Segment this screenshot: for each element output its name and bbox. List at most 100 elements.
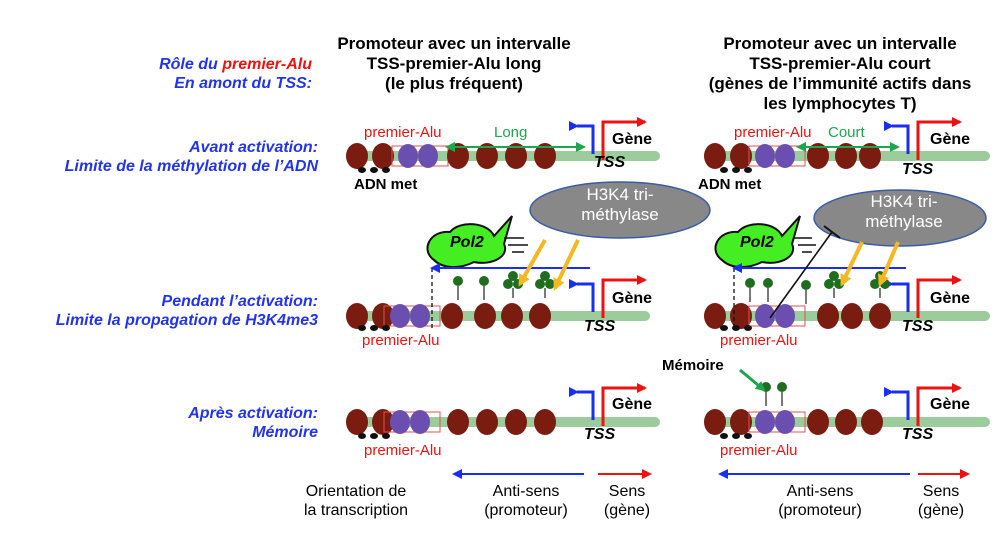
adn-met-label: ADN met xyxy=(354,176,418,193)
col-short-line3: (gènes de l’immunité actifs dans xyxy=(708,74,972,94)
methyl-mark xyxy=(744,325,752,331)
h3k4me3-mark xyxy=(824,279,834,289)
sense-arrow xyxy=(601,275,647,318)
nucleosome xyxy=(861,409,883,435)
tss-label: TSS xyxy=(584,426,616,443)
col-long-line2: TSS-premier-Alu long xyxy=(366,54,542,74)
antisense-arrow xyxy=(884,121,910,154)
methyl-mark xyxy=(358,167,366,173)
nucleosome xyxy=(817,303,839,329)
pol2-complex xyxy=(714,215,801,268)
alu-nucleosome xyxy=(755,144,775,168)
nucleosome xyxy=(704,303,726,329)
h3k4me3-mark xyxy=(829,271,839,281)
methyl-mark xyxy=(382,167,390,173)
alu-nucleosome xyxy=(390,304,410,328)
alu-nucleosome xyxy=(410,410,430,434)
court-gap-label: Court xyxy=(828,124,865,141)
col-short-line1: Promoteur avec un intervalle xyxy=(723,34,957,53)
alu-box xyxy=(748,411,806,433)
sens-label: Sens (gène) xyxy=(592,483,662,521)
nucleosome xyxy=(534,409,556,435)
row-label-during: Pendant l’activation: Limite la propagat… xyxy=(56,293,318,331)
methyl-mark xyxy=(744,433,752,439)
antisens-label: Anti-sens (promoteur) xyxy=(466,483,586,521)
nucleosome xyxy=(835,409,857,435)
alu-nucleosome xyxy=(755,410,775,434)
alu-nucleosome xyxy=(775,304,795,328)
tss-label: TSS xyxy=(902,318,934,335)
column-header-short: Promoteur avec un intervalle TSS-premier… xyxy=(690,34,990,114)
h3k4me3-mark xyxy=(479,276,489,286)
antisense-arrow xyxy=(884,387,910,420)
alu-nucleosome xyxy=(775,144,795,168)
tss-label: TSS xyxy=(584,318,616,335)
col-short-line4: les lymphocytes T) xyxy=(763,94,917,114)
pol2-complex xyxy=(426,215,513,268)
nucleosome xyxy=(730,409,752,435)
methyl-mark xyxy=(370,167,378,173)
h3k4me3-mark xyxy=(763,278,773,288)
methyl-mark xyxy=(370,433,378,439)
alu-box xyxy=(748,305,806,327)
sens-line2: (gène) xyxy=(603,501,651,519)
orientation-line2: la transcription xyxy=(303,501,409,519)
h3k4-line1: H3K4 tri- xyxy=(870,192,938,211)
h3k4-line1: H3K4 tri- xyxy=(586,185,654,204)
h3k4me3-mark xyxy=(870,279,880,289)
enzyme-action-arrow xyxy=(553,239,580,291)
alu-nucleosome xyxy=(755,304,775,328)
h3k4-enzyme xyxy=(529,181,711,239)
pol2-label: Pol2 xyxy=(450,234,484,251)
antisens-line2: (promoteur) xyxy=(484,501,568,519)
nucleosome xyxy=(346,303,368,329)
gene-label: Gène xyxy=(930,290,971,307)
methyl-mark xyxy=(358,433,366,439)
h3k4-trimethylase-label: H3K4 tri- méthylase xyxy=(814,192,994,232)
antisense-arrow xyxy=(569,279,595,312)
premier-alu-label: premier-Alu xyxy=(734,124,812,141)
memoire-arrow xyxy=(739,368,766,392)
methyl-mark xyxy=(732,325,740,331)
alu-nucleosome xyxy=(418,144,438,168)
row-label-role: Rôle du premier-Alu En amont du TSS: xyxy=(159,56,312,94)
nucleosome xyxy=(841,303,863,329)
sense-arrow xyxy=(916,383,962,426)
nucleosome xyxy=(447,409,469,435)
antisense-arrow xyxy=(569,121,595,154)
memoire-label: Mémoire xyxy=(662,357,724,374)
alu-box xyxy=(383,411,441,433)
methyl-mark xyxy=(382,325,390,331)
sense-arrow xyxy=(916,275,962,318)
nucleosome xyxy=(529,303,551,329)
role-line1-prefix: Rôle du xyxy=(159,56,223,73)
nucleosome xyxy=(730,303,752,329)
before-line1: Avant activation: xyxy=(189,139,318,156)
pol2-label: Pol2 xyxy=(740,234,774,251)
antisens-line1: Anti-sens xyxy=(492,483,560,500)
h3k4me3-mark xyxy=(535,279,545,289)
col-short-line2: TSS-premier-Alu court xyxy=(749,54,931,74)
orientation-label: Orientation de la transcription xyxy=(286,483,426,521)
premier-alu-label: premier-Alu xyxy=(720,332,798,349)
premier-alu-label: premier-Alu xyxy=(362,332,440,349)
alu-nucleosome xyxy=(775,410,795,434)
role-line1-highlight: premier-Alu xyxy=(222,56,312,73)
h3k4me3-mark xyxy=(545,279,555,289)
methyl-mark xyxy=(732,433,740,439)
row-label-after: Après activation: Mémoire xyxy=(188,405,318,443)
sens-line2: (gène) xyxy=(917,501,965,519)
nucleosome xyxy=(372,303,394,329)
adn-met-label: ADN met xyxy=(698,176,762,193)
premier-alu-label: premier-Alu xyxy=(364,124,442,141)
nucleosome xyxy=(807,409,829,435)
nucleosome xyxy=(730,143,752,169)
during-line1: Pendant l’activation: xyxy=(161,293,318,310)
row-label-before: Avant activation: Limite de la méthylati… xyxy=(65,139,318,177)
during-line2: Limite la propagation de H3K4me3 xyxy=(55,311,318,329)
after-line2: Mémoire xyxy=(252,423,318,441)
tss-label: TSS xyxy=(902,161,934,178)
h3k4me3-mark xyxy=(745,278,755,288)
h3k4me3-mark xyxy=(540,271,550,281)
